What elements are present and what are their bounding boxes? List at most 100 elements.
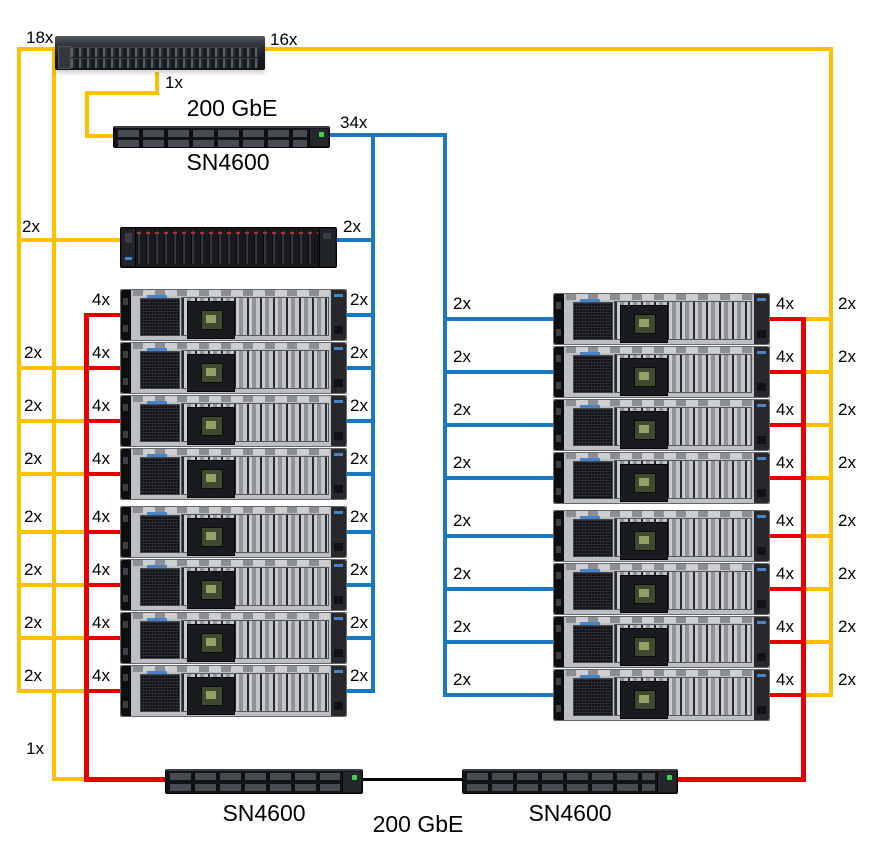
label-left-4x: 4x	[92, 396, 110, 415]
server-cpu-heatsink	[620, 575, 668, 613]
red-server-link	[86, 689, 120, 693]
switch-psu-cap	[342, 772, 361, 792]
server-right-rail	[754, 670, 769, 720]
red-left-bus	[84, 313, 89, 781]
label-right-4x: 4x	[776, 453, 794, 472]
blue-server-link	[347, 583, 375, 587]
switch-led-panel	[58, 46, 71, 69]
label-left-2x: 2x	[453, 400, 471, 419]
server-node-right-5	[553, 510, 770, 562]
label-right-2x: 2x	[350, 613, 368, 632]
server-node-right-2	[553, 346, 770, 398]
red-server-link	[770, 693, 803, 697]
server-top-tabs	[133, 666, 329, 672]
server-node-right-4	[553, 452, 770, 504]
label-far-left-2x: 2x	[24, 396, 42, 415]
server-left-rail	[554, 511, 564, 561]
yellow-1x-h	[85, 91, 159, 95]
yellow-top-right-h	[265, 47, 833, 51]
server-left-rail	[121, 613, 131, 663]
label-left-2x: 2x	[453, 511, 471, 530]
label-right-2x: 2x	[350, 560, 368, 579]
label-right-2x: 2x	[350, 290, 368, 309]
server-node-left-2	[120, 342, 347, 394]
red-server-link	[86, 419, 120, 423]
label-right-4x: 4x	[776, 564, 794, 583]
server-top-tabs	[566, 453, 752, 459]
server-left-rail	[121, 449, 131, 499]
label-far-left-2x: 2x	[24, 560, 42, 579]
server-right-rail	[754, 564, 769, 614]
red-server-link	[86, 530, 120, 534]
label-left-4x: 4x	[92, 613, 110, 632]
server-left-rail	[554, 400, 564, 450]
server-top-tabs	[133, 396, 329, 402]
server-top-tabs	[566, 617, 752, 623]
label-left-2x: 2x	[453, 347, 471, 366]
storage-enclosure	[120, 227, 337, 268]
blue-server-link	[445, 587, 553, 591]
server-right-rail	[331, 613, 346, 663]
server-right-rail	[331, 560, 346, 610]
label-1x-bottom: 1x	[26, 739, 44, 758]
label-storage-right-2x: 2x	[343, 217, 361, 236]
server-node-right-3	[553, 399, 770, 451]
core-switch	[55, 36, 265, 70]
label-far-left-2x: 2x	[24, 343, 42, 362]
red-server-link	[86, 583, 120, 587]
yellow-server-link	[803, 370, 829, 374]
server-node-left-5	[120, 506, 347, 558]
yellow-bottom-left-corner	[52, 777, 90, 781]
red-server-link	[86, 313, 120, 317]
yellow-outer-left-bus	[17, 47, 21, 693]
label-16x: 16x	[270, 30, 298, 49]
label-right-2x: 2x	[350, 343, 368, 362]
yellow-inner-left-bus	[52, 47, 56, 781]
server-top-tabs	[566, 347, 752, 353]
server-fan-mesh	[573, 458, 613, 499]
red-server-link	[86, 636, 120, 640]
label-far-right-2x: 2x	[838, 670, 856, 689]
server-fan-mesh	[573, 405, 613, 446]
enclosure-right-cap	[319, 229, 335, 266]
server-node-right-6	[553, 563, 770, 615]
yellow-server-link	[803, 640, 829, 644]
blue-right-bus	[443, 133, 447, 697]
drive-bays	[137, 231, 318, 264]
red-server-link	[770, 534, 803, 538]
label-far-right-2x: 2x	[838, 617, 856, 636]
server-node-left-6	[120, 559, 347, 611]
label-left-4x: 4x	[92, 560, 110, 579]
yellow-server-link	[803, 587, 829, 591]
yellow-server-link	[803, 534, 829, 538]
label-200gbe-bottom: 200 GbE	[372, 811, 464, 837]
blue-server-link	[445, 423, 553, 427]
yellow-server-link	[17, 419, 86, 423]
yellow-server-link	[17, 530, 86, 534]
label-left-4x: 4x	[92, 449, 110, 468]
switch-port-row	[118, 130, 307, 137]
server-fan-mesh	[140, 401, 180, 442]
server-node-right-7	[553, 616, 770, 668]
label-right-4x: 4x	[776, 347, 794, 366]
server-left-rail	[121, 560, 131, 610]
server-fan-mesh	[573, 299, 613, 340]
yellow-1x-drop	[155, 72, 159, 95]
enclosure-left-cap	[122, 229, 136, 266]
server-fan-mesh	[140, 565, 180, 606]
label-right-4x: 4x	[776, 670, 794, 689]
label-right-2x: 2x	[350, 507, 368, 526]
server-cpu-heatsink	[620, 411, 668, 449]
blue-server-link	[347, 313, 375, 317]
server-cpu-heatsink	[187, 518, 235, 556]
blue-server-link	[347, 689, 375, 693]
red-bottom-left-h	[84, 777, 165, 782]
server-cpu-heatsink	[620, 522, 668, 560]
blue-server-link	[347, 419, 375, 423]
server-cpu-heatsink	[187, 407, 235, 445]
yellow-1x-v	[85, 91, 89, 138]
yellow-server-link	[803, 317, 829, 321]
label-sn4600-top: SN4600	[186, 149, 270, 175]
server-node-right-1	[553, 293, 770, 345]
label-34x: 34x	[340, 113, 368, 132]
